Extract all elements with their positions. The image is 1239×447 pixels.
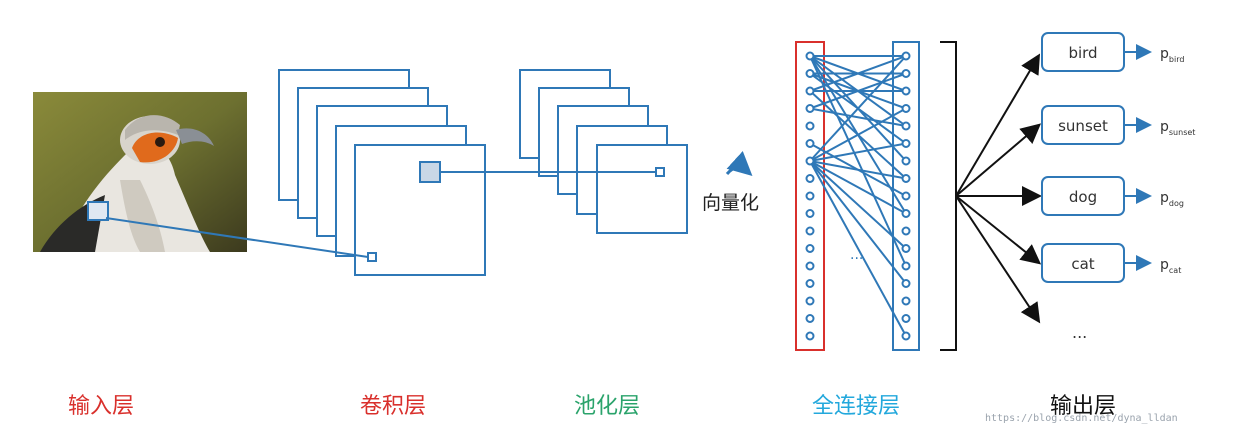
input-to-conv-line <box>105 217 369 258</box>
output-prob: pdog <box>1160 190 1184 208</box>
output-label: cat <box>1071 255 1094 273</box>
conv-target-pixel <box>367 252 377 262</box>
fc-hidden-node <box>901 121 911 131</box>
fc-hidden-node <box>901 314 911 323</box>
output-arrows <box>955 53 1042 324</box>
output-box-dog: dog pdog <box>1041 176 1184 216</box>
fc-connection <box>809 142 907 162</box>
fc-input-node <box>805 331 815 341</box>
fc-connection <box>809 72 907 110</box>
fc-input-node <box>805 174 815 183</box>
output-prob: pcat <box>1160 257 1181 275</box>
fc-hidden-node <box>901 296 911 306</box>
fc-connection <box>809 107 907 162</box>
fc-input-node <box>805 139 815 148</box>
output-label: bird <box>1068 44 1097 62</box>
fc-input-node <box>805 104 815 113</box>
fc-hidden-node <box>901 331 911 341</box>
vectorize-arrow-icon <box>725 151 753 177</box>
fc-layer: ... <box>795 41 920 351</box>
conv-kernel-square <box>419 161 441 183</box>
output-prob: psunset <box>1160 119 1195 137</box>
output-layer-label: 输出层 <box>1050 394 1117 419</box>
fc-input-node <box>805 314 815 323</box>
output-box-bird: bird pbird <box>1041 32 1184 72</box>
fc-ellipsis: ... <box>850 247 863 263</box>
fc-hidden-node <box>901 174 911 183</box>
fc-input-node <box>805 51 815 61</box>
fc-input-node <box>805 121 815 131</box>
fc-input-node <box>805 86 815 96</box>
output-box-sunset: sunset psunset <box>1041 105 1195 145</box>
fc-connection <box>809 160 907 337</box>
fc-connection <box>809 55 907 162</box>
pool-feature-maps <box>519 69 688 234</box>
fc-hidden-node <box>901 261 911 271</box>
fc-hidden-column <box>892 41 920 351</box>
fc-connection <box>809 160 907 285</box>
fc-hidden-node <box>901 139 911 148</box>
pool-target-pixel <box>655 167 665 177</box>
input-layer-label: 输入层 <box>68 394 135 419</box>
fc-hidden-node <box>901 69 911 78</box>
fc-hidden-node <box>901 244 911 253</box>
conv-layer-label: 卷积层 <box>360 394 427 419</box>
fc-layer-label: 全连接层 <box>812 394 901 419</box>
output-bracket <box>940 41 957 351</box>
fc-connection <box>809 160 907 180</box>
fc-hidden-node <box>901 226 911 236</box>
fc-hidden-node <box>901 209 911 218</box>
output-label: sunset <box>1058 117 1108 135</box>
output-ellipsis: ... <box>1072 323 1087 342</box>
vectorize-label: 向量化 <box>702 192 760 214</box>
fc-input-node <box>805 69 815 78</box>
fc-input-node <box>805 226 815 236</box>
fc-hidden-node <box>901 279 911 288</box>
fc-hidden-node <box>901 86 911 96</box>
output-box-cat: cat pcat <box>1041 243 1181 283</box>
input-image <box>33 92 247 252</box>
fc-input-node <box>805 244 815 253</box>
pool-layer-label: 池化层 <box>574 394 641 419</box>
output-prob: pbird <box>1160 46 1184 64</box>
fc-hidden-node <box>901 51 911 61</box>
fc-input-node <box>805 191 815 201</box>
fc-hidden-node <box>901 104 911 113</box>
fc-input-node <box>805 156 815 166</box>
output-label: dog <box>1069 188 1097 206</box>
fc-input-node <box>805 279 815 288</box>
watermark: https://blog.csdn.net/dyna_lldan <box>985 413 1178 424</box>
fc-connection <box>809 160 907 215</box>
fc-connection <box>809 55 907 92</box>
fc-input-node <box>805 296 815 306</box>
fc-hidden-node <box>901 191 911 201</box>
fc-connection <box>809 107 907 127</box>
fc-input-column <box>795 41 825 351</box>
fc-connection <box>809 160 907 250</box>
fc-input-node <box>805 209 815 218</box>
fc-input-node <box>805 261 815 271</box>
fc-hidden-node <box>901 156 911 166</box>
